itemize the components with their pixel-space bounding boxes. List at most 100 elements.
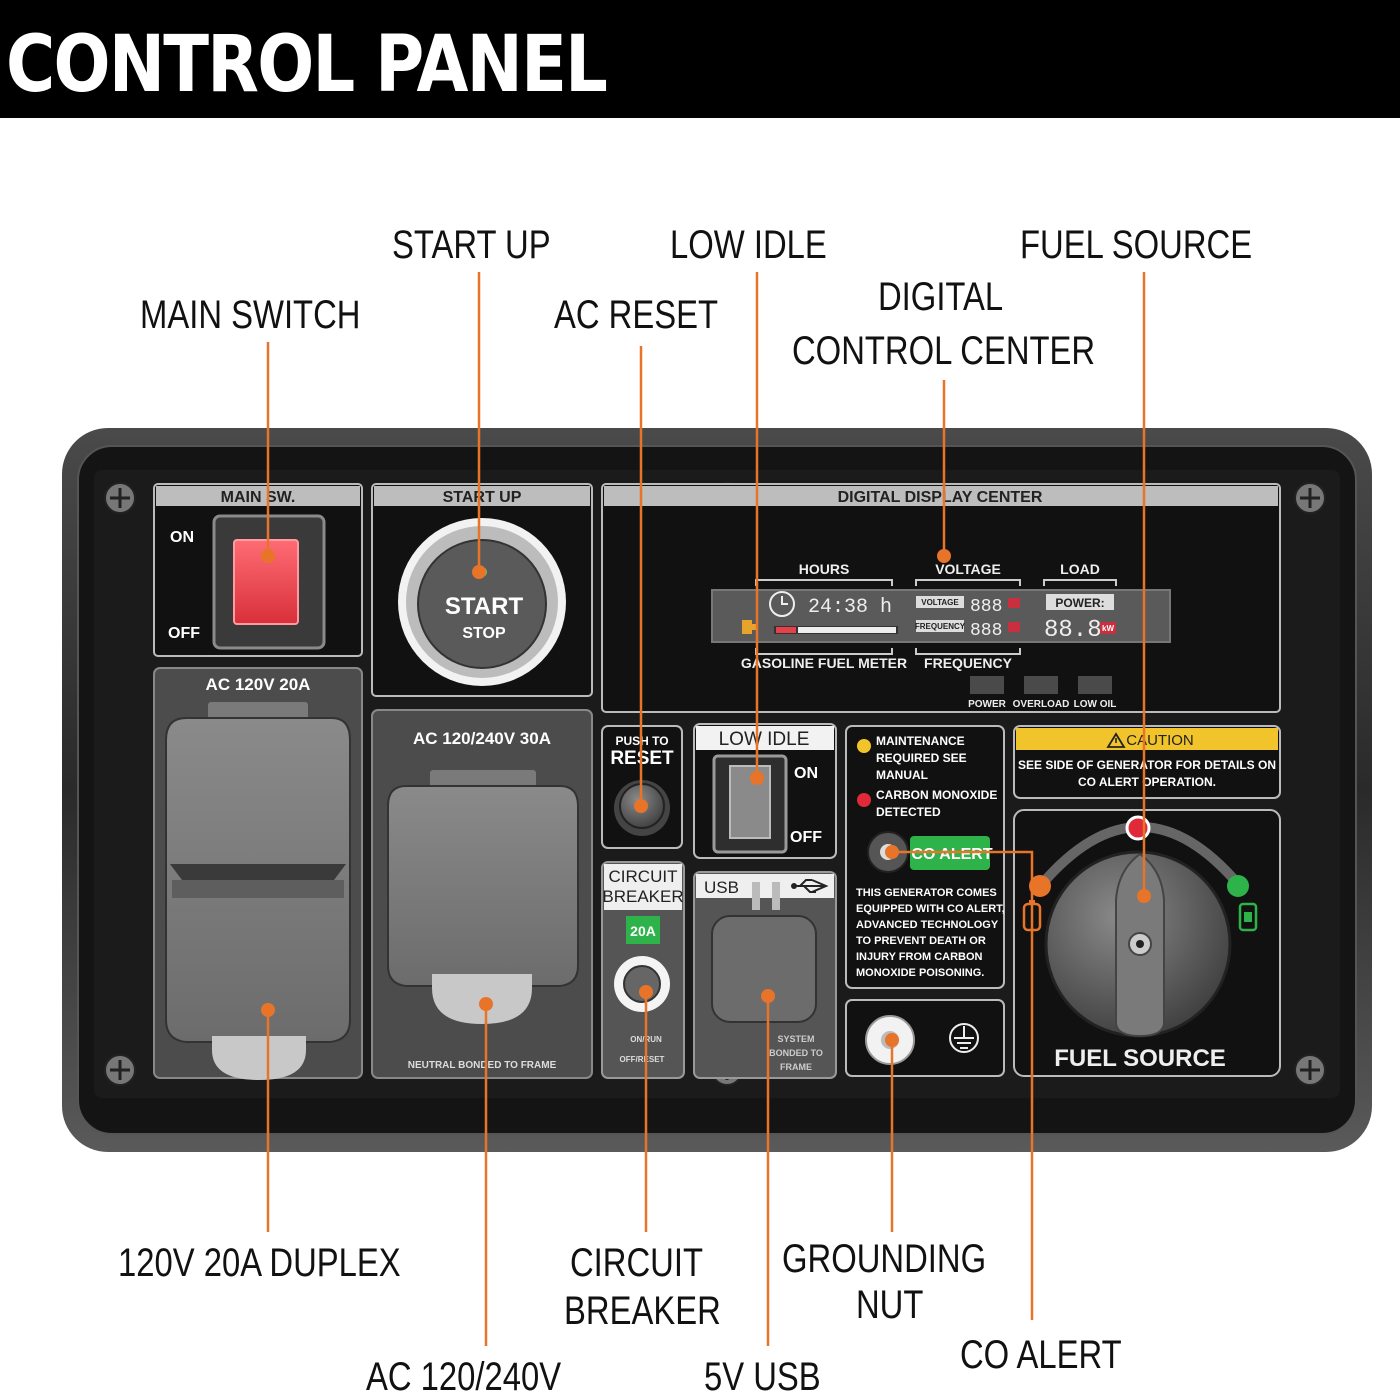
co-text-4: TO PREVENT DEATH OR	[856, 935, 986, 947]
start-stop-button[interactable]	[417, 539, 547, 669]
callout-circuit-breaker-line1: CIRCUIT	[570, 1241, 704, 1285]
frequency-readout: 888	[970, 621, 1002, 641]
page-title: CONTROL PANEL	[6, 20, 608, 110]
callout-grounding-nut-line2: NUT	[856, 1283, 924, 1327]
voltage-tag: VOLTAGE	[921, 598, 959, 607]
co-text-3: ADVANCED TECHNOLOGY	[856, 919, 999, 931]
co-alert-badge: CO ALERT	[911, 846, 992, 863]
plus-screw-icon	[104, 1054, 136, 1086]
warning-icon	[1106, 732, 1126, 748]
callout-digital-control-center-line2: CONTROL CENTER	[792, 329, 1096, 373]
lamp-low-oil-label: LOW OIL	[1074, 699, 1117, 710]
fuel-position-gas-dot	[1227, 875, 1249, 897]
fuel-position-off-dot	[1125, 815, 1151, 841]
header-bar: CONTROL PANEL	[0, 0, 1400, 118]
main-switch-on-label: ON	[170, 529, 194, 546]
caution-section: CAUTION SEE SIDE OF GENERATOR FOR DETAIL…	[1013, 725, 1281, 799]
display-load-label: LOAD	[1060, 561, 1100, 577]
caution-line2: CO ALERT OPERATION.	[1078, 775, 1216, 789]
power-tag: POWER:	[1055, 596, 1104, 610]
power-unit: kW	[1102, 624, 1114, 633]
frequency-tag: FREQUENCY	[915, 622, 966, 631]
duplex-outlet-gfci-button[interactable]	[212, 1036, 306, 1080]
outlet-20a-section: AC 120V 20A	[153, 667, 363, 1080]
callout-digital-control-center-line1: DIGITAL	[878, 275, 1004, 319]
display-title: DIGITAL DISPLAY CENTER	[838, 489, 1043, 506]
start-label: START	[445, 593, 524, 620]
co-text-5: INJURY FROM CARBON	[856, 951, 983, 963]
fuel-source-title: FUEL SOURCE	[1054, 1045, 1226, 1072]
lamp-low-oil	[1078, 676, 1112, 694]
outlet-30a-title: AC 120/240V 30A	[413, 729, 551, 748]
usb-icon	[791, 879, 829, 893]
outlet-30a-section: AC 120/240V 30A NEUTRAL BONDED TO FRAME	[371, 709, 593, 1079]
main-switch-rocker[interactable]	[233, 539, 299, 625]
outlet-30a-cover[interactable]	[387, 785, 579, 987]
plus-screw-icon	[1294, 1054, 1326, 1086]
leader-dots	[261, 549, 1151, 1047]
maintenance-line1: MAINTENANCE	[876, 734, 965, 748]
hours-readout: 24:38 h	[808, 596, 892, 619]
usb-label: USB	[704, 878, 739, 897]
lamp-power-label: POWER	[968, 699, 1007, 710]
usb-port-cover[interactable]	[711, 915, 817, 1023]
co-text-1: THIS GENERATOR COMES	[856, 887, 997, 899]
lamp-overload-label: OVERLOAD	[1013, 699, 1070, 710]
callout-circuit-breaker-line2: BREAKER	[564, 1289, 721, 1333]
grounding-section	[845, 999, 1005, 1077]
maintenance-line2: REQUIRED SEE	[876, 751, 967, 765]
breaker-off-label: OFF/RESET	[620, 1055, 665, 1064]
leader-lines	[266, 272, 1146, 1346]
co-detected-line2: DETECTED	[876, 805, 941, 819]
ground-icon	[949, 1023, 979, 1053]
co-text-2: EQUIPPED WITH CO ALERT,	[856, 903, 1005, 915]
usb-note-1: SYSTEM	[777, 1034, 814, 1044]
gas-can-icon	[1238, 902, 1258, 932]
stop-label: STOP	[462, 625, 506, 642]
plus-screw-icon	[104, 482, 136, 514]
caution-title: CAUTION	[1126, 732, 1194, 749]
start-up-title: START UP	[443, 489, 522, 506]
maintenance-line3: MANUAL	[876, 768, 928, 782]
low-idle-off-label: OFF	[790, 829, 822, 846]
circuit-breaker-section: CIRCUIT BREAKER 20A ON/RUN OFF/RESET	[601, 861, 685, 1079]
co-detected-line1: CARBON MONOXIDE	[876, 788, 997, 802]
lamp-overload	[1024, 676, 1058, 694]
frequency-label: FREQUENCY	[924, 655, 1013, 671]
outlet-30a-note: NEUTRAL BONDED TO FRAME	[408, 1060, 557, 1071]
callout-fuel-source: FUEL SOURCE	[1020, 223, 1253, 267]
voltage-readout: 888	[970, 597, 1002, 617]
fuel-pump-icon	[742, 620, 756, 634]
plus-screw-icon	[1294, 482, 1326, 514]
lamp-power	[970, 676, 1004, 694]
callout-start-up: START UP	[392, 223, 551, 267]
main-switch-title: MAIN SW.	[221, 489, 296, 506]
callout-co-alert: CO ALERT	[960, 1333, 1122, 1377]
clock-icon	[769, 591, 795, 617]
leader-co-alert	[892, 850, 1034, 1320]
breaker-rating: 20A	[630, 923, 656, 939]
callout-main-switch: MAIN SWITCH	[140, 293, 361, 337]
fuel-source-section: FUEL SOURCE	[1013, 809, 1281, 1077]
main-switch-off-label: OFF	[168, 625, 200, 642]
start-up-section: START UP START STOP	[371, 483, 593, 697]
fuel-meter-bar	[774, 626, 898, 634]
fuel-meter-label: GASOLINE FUEL METER	[741, 655, 907, 671]
low-idle-rocker[interactable]	[729, 765, 771, 839]
fuel-position-lpg-dot	[1029, 875, 1051, 897]
usb-note-2: BONDED TO	[769, 1048, 823, 1058]
breaker-line2: BREAKER	[602, 887, 683, 906]
outlet-20a-title: AC 120V 20A	[206, 675, 311, 694]
usb-section: USB SYSTEM BONDED TO FRAME	[693, 871, 837, 1079]
display-hours-label: HOURS	[799, 561, 850, 577]
callout-grounding-nut-line1: GROUNDING	[782, 1237, 987, 1281]
callout-ac-reset: AC RESET	[554, 293, 719, 337]
usb-note-3: FRAME	[780, 1062, 812, 1072]
breaker-line1: CIRCUIT	[609, 867, 678, 886]
low-idle-title: LOW IDLE	[719, 729, 810, 750]
co-text-6: MONOXIDE POISONING.	[856, 967, 984, 979]
callout-duplex: 120V 20A DUPLEX	[118, 1241, 401, 1285]
callout-low-idle: LOW IDLE	[670, 223, 827, 267]
